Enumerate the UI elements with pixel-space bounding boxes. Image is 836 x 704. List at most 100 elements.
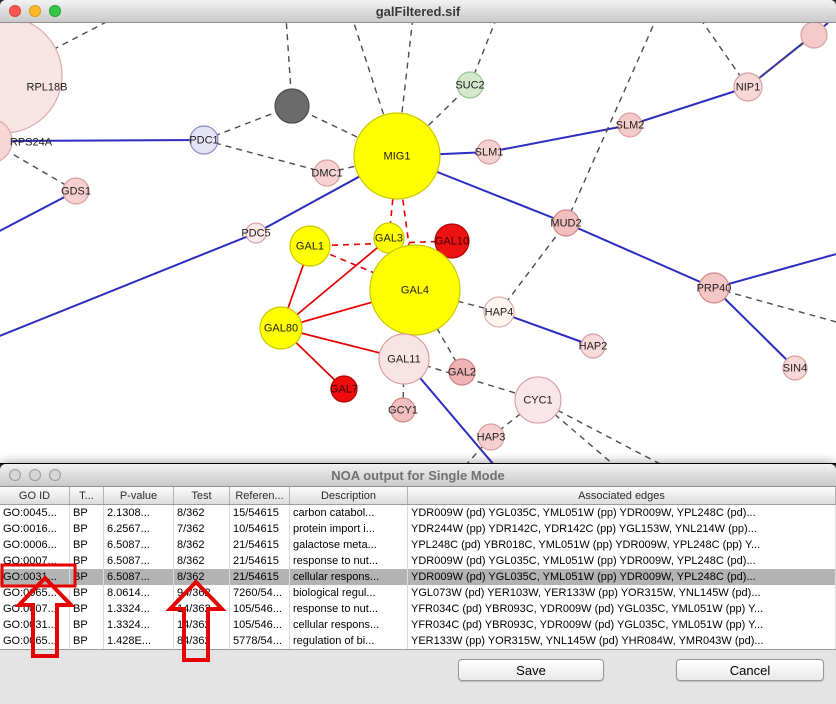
column-header[interactable]: Description [290, 487, 408, 504]
graph-node-gal80[interactable]: GAL80 [259, 306, 303, 350]
graph-node-gcy1[interactable]: GCY1 [388, 397, 418, 423]
node-circle[interactable] [476, 139, 502, 165]
save-button[interactable]: Save [458, 659, 604, 681]
graph-node-slm2[interactable]: SLM2 [616, 112, 645, 138]
column-header[interactable]: T... [70, 487, 104, 504]
minimize-button[interactable] [29, 469, 41, 481]
node-circle[interactable] [617, 112, 643, 138]
graph-edge-pp[interactable] [0, 232, 257, 339]
graph-edge-pp[interactable] [498, 311, 594, 347]
node-circle[interactable] [698, 272, 730, 304]
graph-edge-pp-hl[interactable] [280, 237, 390, 329]
graph-node-mud2[interactable]: MUD2 [550, 209, 582, 237]
node-circle[interactable] [552, 209, 580, 237]
node-circle[interactable] [434, 223, 470, 259]
graph-edge-pd-hl[interactable] [309, 245, 416, 291]
node-circle[interactable] [274, 88, 310, 124]
graph-node-pdc5[interactable]: PDC5 [241, 222, 271, 244]
node-circle[interactable] [330, 375, 358, 403]
close-button[interactable] [9, 5, 21, 17]
column-header[interactable]: Associated edges [408, 487, 836, 504]
graph-edge-pd[interactable] [0, 141, 77, 192]
graph-node-hap3[interactable]: HAP3 [477, 423, 506, 451]
node-circle[interactable] [483, 296, 515, 328]
graph-edge-pp[interactable] [629, 86, 749, 126]
graph-node-gal2[interactable]: GAL2 [448, 358, 476, 386]
node-circle[interactable] [259, 306, 303, 350]
graph-edge-pp[interactable] [0, 139, 205, 142]
graph-edge-pp[interactable] [713, 253, 836, 289]
graph-node-rps24a[interactable]: RPS24A [0, 119, 53, 163]
node-circle[interactable] [448, 358, 476, 386]
graph-node-nip1[interactable]: NIP1 [733, 72, 763, 102]
graph-node-unlabeled[interactable] [274, 88, 310, 124]
graph-edge-pd[interactable] [203, 139, 328, 174]
graph-edge-pp[interactable] [0, 190, 77, 237]
node-circle[interactable] [289, 225, 331, 267]
node-circle[interactable] [189, 125, 219, 155]
node-circle[interactable] [733, 72, 763, 102]
minimize-button[interactable] [29, 5, 41, 17]
node-circle[interactable] [800, 23, 828, 49]
graph-edge-pp[interactable] [488, 124, 631, 153]
graph-node-pdc1[interactable]: PDC1 [189, 125, 219, 155]
graph-node-dmc1[interactable]: DMC1 [311, 159, 343, 187]
graph-node-gal7[interactable]: GAL7 [330, 375, 358, 403]
graph-node-suc2[interactable]: SUC2 [455, 71, 485, 99]
zoom-button[interactable] [49, 5, 61, 17]
graph-edge-pp[interactable] [565, 222, 715, 289]
column-header[interactable]: GO ID [0, 487, 70, 504]
graph-node-sin4[interactable]: SIN4 [782, 355, 808, 381]
graph-edge-pd[interactable] [565, 23, 657, 224]
column-header[interactable]: Referen... [230, 487, 290, 504]
graph-edge-pd[interactable] [291, 105, 398, 157]
node-circle[interactable] [62, 177, 90, 205]
graph-node-unlabeled[interactable] [800, 23, 828, 49]
column-header[interactable]: Test [174, 487, 230, 504]
zoom-button[interactable] [49, 469, 61, 481]
node-circle[interactable] [245, 222, 267, 244]
node-circle[interactable] [782, 355, 808, 381]
graph-node-mig1[interactable]: MIG1 [353, 112, 441, 200]
graph-edge-pp[interactable] [713, 287, 796, 369]
cancel-button[interactable]: Cancel [676, 659, 824, 681]
graph-edge-pd[interactable] [498, 222, 567, 313]
noa-window-titlebar[interactable]: NOA output for Single Mode [0, 464, 836, 487]
node-circle[interactable] [378, 333, 430, 385]
close-button[interactable] [9, 469, 21, 481]
graph-node-rpl18b[interactable]: RPL18B [0, 23, 67, 134]
graph-node-gds1[interactable]: GDS1 [61, 177, 91, 205]
graph-node-gal1[interactable]: GAL1 [289, 225, 331, 267]
node-circle[interactable] [369, 244, 461, 336]
node-circle[interactable] [390, 397, 416, 423]
graph-node-gal10[interactable]: GAL10 [434, 223, 470, 259]
graph-node-hap2[interactable]: HAP2 [579, 333, 608, 359]
node-circle[interactable] [514, 376, 562, 424]
node-circle[interactable] [353, 112, 441, 200]
graph-node-cyc1[interactable]: CYC1 [514, 376, 562, 424]
graph-node-gal11[interactable]: GAL11 [378, 333, 430, 385]
node-circle[interactable] [456, 71, 484, 99]
node-circle[interactable] [0, 23, 63, 134]
graph-node-slm1[interactable]: SLM1 [475, 139, 504, 165]
node-circle[interactable] [313, 159, 341, 187]
node-circle[interactable] [477, 423, 505, 451]
node-circle[interactable] [0, 119, 13, 163]
graph-node-hap4[interactable]: HAP4 [483, 296, 515, 328]
graph-window-titlebar[interactable]: galFiltered.sif [0, 0, 836, 23]
column-header[interactable]: P-value [104, 487, 174, 504]
graph-node-prp40[interactable]: PRP40 [697, 272, 732, 304]
graph-node-gal3[interactable]: GAL3 [373, 222, 405, 254]
node-circle[interactable] [580, 333, 606, 359]
graph-node-gal4[interactable]: GAL4 [369, 244, 461, 336]
